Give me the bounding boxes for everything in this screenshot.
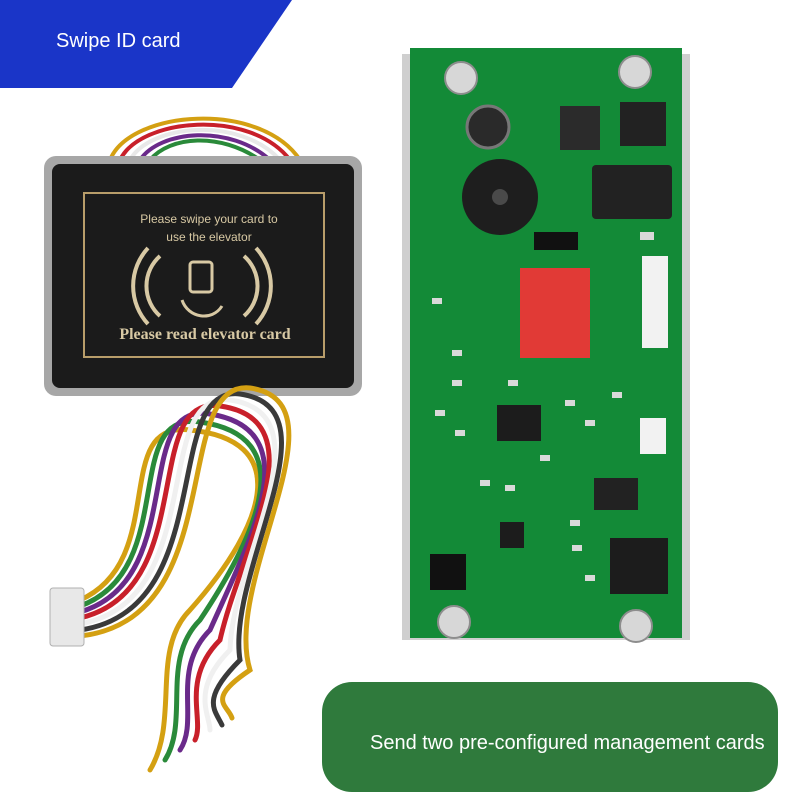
wire-connector	[49, 587, 85, 647]
callout-text: Send two pre-configured management cards	[370, 732, 765, 754]
rfid-hand-icon	[131, 246, 273, 326]
card-reader	[44, 156, 362, 396]
pcb-board	[402, 48, 690, 643]
reader-wires	[108, 116, 302, 162]
wire-bundle	[77, 385, 292, 773]
title-banner	[0, 0, 292, 88]
reader-footer: Please read elevator card	[119, 326, 291, 343]
banner-title: Swipe ID card	[56, 30, 181, 52]
reader-instruction: Please swipe your card to use the elevat…	[140, 212, 278, 244]
callout-panel: Send two pre-configured management cards	[322, 682, 778, 792]
